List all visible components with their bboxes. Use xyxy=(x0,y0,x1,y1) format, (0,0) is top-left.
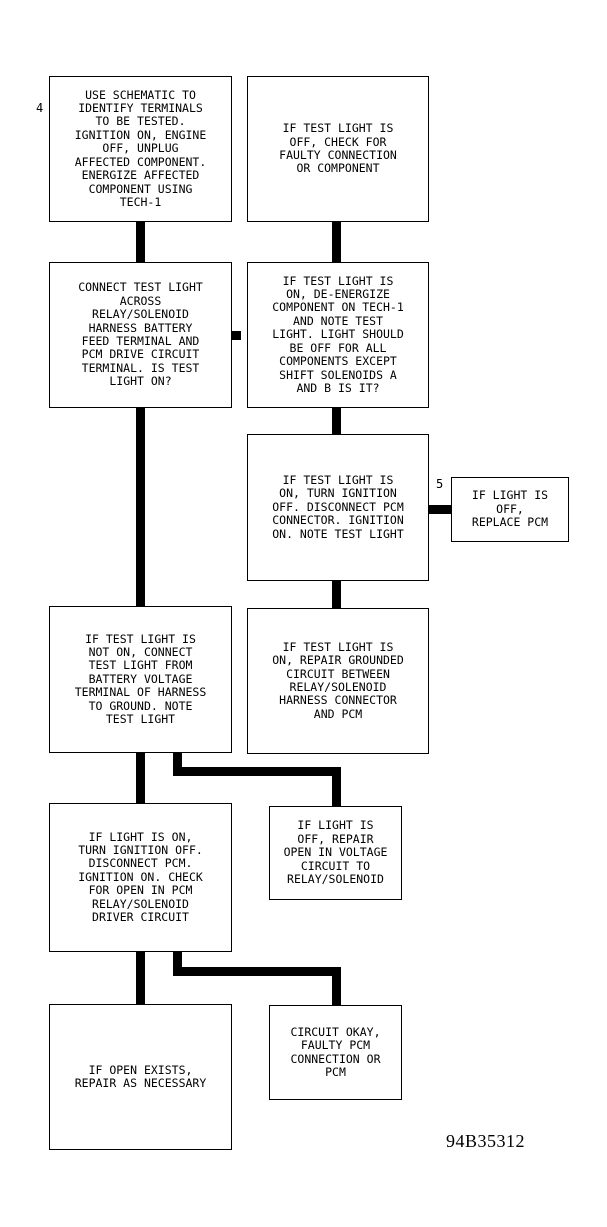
connector-lighton-branch-h xyxy=(173,967,341,976)
connector-lighton-to-openexists xyxy=(136,951,145,1005)
connector-s4-to-connect xyxy=(136,221,145,263)
step-turn-ignition-off: IF TEST LIGHT IS ON, TURN IGNITION OFF. … xyxy=(247,434,429,581)
connector-deenergize-to-turnoff xyxy=(332,407,341,435)
connector-noton-branch-h xyxy=(173,767,341,776)
step-circuit-okay: CIRCUIT OKAY, FAULTY PCM CONNECTION OR P… xyxy=(269,1005,402,1100)
step-connect-test-light: CONNECT TEST LIGHT ACROSS RELAY/SOLENOID… xyxy=(49,262,232,408)
connector-lighton-branch-v xyxy=(173,951,182,975)
step-identify-terminals: USE SCHEMATIC TO IDENTIFY TERMINALS TO B… xyxy=(49,76,232,222)
connector-noton-branch-down xyxy=(332,767,341,807)
connector-turnoff-to-replace xyxy=(427,505,451,514)
step-test-light-not-on: IF TEST LIGHT IS NOT ON, CONNECT TEST LI… xyxy=(49,606,232,753)
step-repair-as-necessary: IF OPEN EXISTS, REPAIR AS NECESSARY xyxy=(49,1004,232,1150)
connector-connect-to-noton xyxy=(136,407,145,607)
connector-faulty-to-deenergize xyxy=(332,221,341,263)
step-deenergize-component: IF TEST LIGHT IS ON, DE-ENERGIZE COMPONE… xyxy=(247,262,429,408)
connector-noton-branch-v xyxy=(173,752,182,776)
step-check-faulty-connection: IF TEST LIGHT IS OFF, CHECK FOR FAULTY C… xyxy=(247,76,429,222)
figure-id: 94B35312 xyxy=(446,1131,526,1151)
step-repair-grounded-circuit: IF TEST LIGHT IS ON, REPAIR GROUNDED CIR… xyxy=(247,608,429,754)
connector-connect-to-deenergize xyxy=(232,331,241,340)
connector-noton-to-lighton xyxy=(136,752,145,804)
step-number-5: 5 xyxy=(436,477,444,491)
step-check-open-pcm-driver: IF LIGHT IS ON, TURN IGNITION OFF. DISCO… xyxy=(49,803,232,952)
step-replace-pcm: IF LIGHT IS OFF, REPLACE PCM xyxy=(451,477,569,542)
connector-lighton-branch-down xyxy=(332,967,341,1006)
connector-turnoff-to-grounded xyxy=(332,580,341,609)
step-repair-open-voltage: IF LIGHT IS OFF, REPAIR OPEN IN VOLTAGE … xyxy=(269,806,402,900)
step-number-4: 4 xyxy=(36,101,44,115)
